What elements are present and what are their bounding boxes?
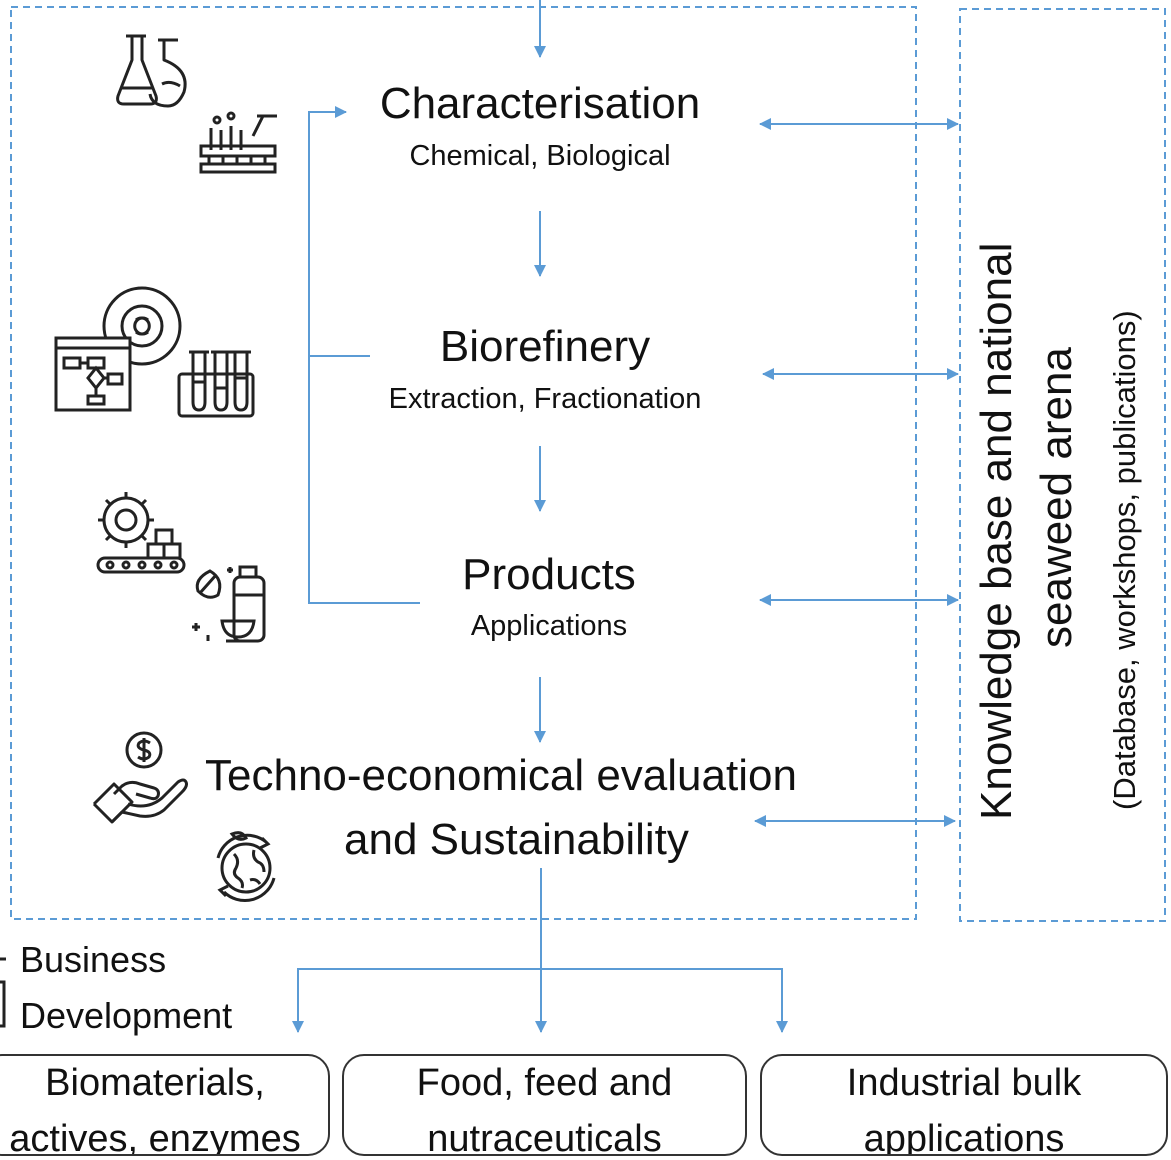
knowledge-base-line1: Knowledge base and national: [972, 242, 1021, 820]
biorefinery-title: Biorefinery: [439, 322, 651, 371]
main-process-frame: [10, 6, 917, 920]
characterisation-subtitle: Chemical, Biological: [409, 140, 671, 172]
conveyor-gear-icon: [96, 488, 188, 576]
evaluation-title-line2: and Sustainability: [344, 815, 689, 864]
cosmetics-icon: [190, 565, 274, 645]
business-development-icon: [0, 957, 6, 1028]
test-tubes-icon: [175, 348, 257, 420]
knowledge-base-line3: (Database, workshops, publications): [1107, 310, 1142, 810]
process-gear-icon: [52, 284, 182, 414]
output-food-line1: Food, feed and: [416, 1062, 673, 1104]
output-biomaterials-line1: Biomaterials,: [45, 1062, 265, 1104]
output-biomaterials-line2: actives, enzymes: [9, 1118, 301, 1156]
output-food-line2: nutraceuticals: [427, 1118, 662, 1156]
characterisation-title: Characterisation: [379, 79, 701, 128]
knowledge-base-line2: seaweed arena: [1032, 347, 1081, 648]
evaluation-title-line1: Techno-economical evaluation: [205, 751, 797, 800]
products-title: Products: [462, 550, 636, 599]
output-box-biomaterials: Biomaterials, actives, enzymes: [0, 1054, 330, 1156]
recycle-globe-icon: [204, 828, 288, 904]
knowledge-base-frame: [959, 8, 1166, 922]
products-subtitle: Applications: [470, 610, 628, 642]
output-industrial-line1: Industrial bulk: [846, 1062, 1082, 1104]
feedback-loop-line: [308, 106, 420, 604]
business-label: Business: [20, 939, 167, 980]
money-hand-icon: [90, 730, 188, 828]
lab-flasks-icon: [112, 32, 196, 108]
development-label: Development: [20, 995, 233, 1036]
output-box-industrial: Industrial bulk applications: [760, 1054, 1168, 1156]
biorefinery-subtitle: Extraction, Fractionation: [388, 383, 702, 415]
output-box-food: Food, feed and nutraceuticals: [342, 1054, 747, 1156]
test-tube-rack-icon: [197, 108, 279, 174]
output-industrial-line2: applications: [863, 1118, 1065, 1156]
